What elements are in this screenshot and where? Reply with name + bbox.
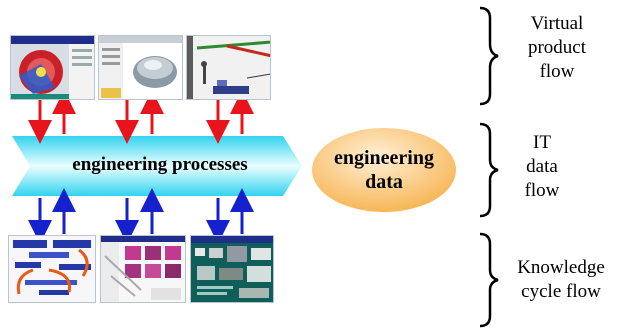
engineering-data-line-2: data xyxy=(365,171,403,193)
flow-1-line-3: flow xyxy=(539,61,575,82)
virtual-product-flow-label: Virtual product flow xyxy=(502,12,612,84)
process-chevron-2 xyxy=(104,136,215,196)
engineering-data-ellipse xyxy=(312,128,456,212)
flow-2-line-1: IT xyxy=(533,132,551,153)
engineering-data-label: engineering data xyxy=(314,146,454,194)
thumbnail-factory-3d xyxy=(186,35,271,100)
flow-3-line-2: cycle flow xyxy=(521,281,601,302)
thumbnail-knowledge-db xyxy=(190,235,274,303)
brace-it-data xyxy=(479,122,499,218)
thumbnail-image-catalog xyxy=(100,235,186,303)
thumbnail-cad-wheel xyxy=(10,35,95,100)
bottom-arrows xyxy=(28,188,254,244)
process-chevron-1 xyxy=(12,136,130,196)
thumbnail-process-cycle xyxy=(8,235,96,303)
flow-3-line-1: Knowledge xyxy=(517,257,605,278)
flow-2-line-3: flow xyxy=(524,180,560,201)
top-arrows xyxy=(28,90,254,144)
process-chevron-3 xyxy=(188,136,302,196)
flow-1-line-1: Virtual xyxy=(530,13,584,34)
brace-virtual-product xyxy=(479,6,499,106)
engineering-processes-label: engineering processes xyxy=(72,154,248,175)
flow-2-line-2: data xyxy=(526,156,558,177)
brace-knowledge xyxy=(479,232,499,328)
it-data-flow-label: IT data flow xyxy=(502,131,582,203)
knowledge-cycle-flow-label: Knowledge cycle flow xyxy=(500,256,622,304)
engineering-data-line-1: engineering xyxy=(334,147,434,169)
thumbnail-cad-dome xyxy=(98,35,183,100)
flow-1-line-2: product xyxy=(527,37,587,58)
